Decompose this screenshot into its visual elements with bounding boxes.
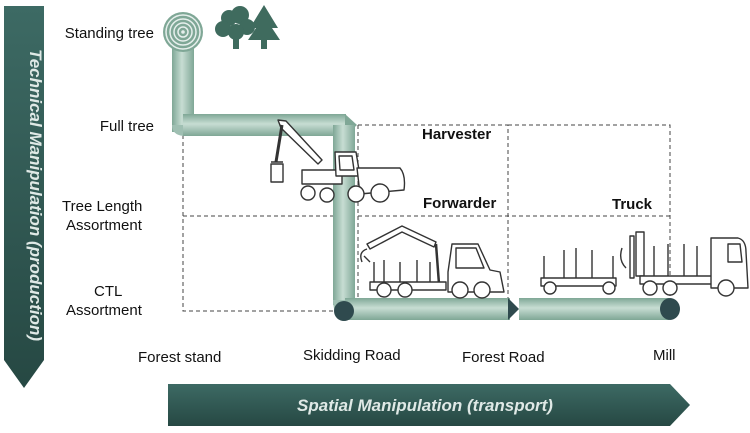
row-label-tree-length-line1: Tree Length [62,198,143,215]
forwarder-icon [360,225,505,299]
row-label-standing-tree: Standing tree [64,25,154,42]
vertical-axis-label: Technical Manipulation (production) [26,49,45,341]
column-label-forest-road: Forest Road [462,349,545,366]
column-label-mill: Mill [653,347,676,364]
column-label-forest-stand: Forest stand [138,349,222,366]
log-end-icon [163,12,203,52]
row-label-ctl-line2: Assortment [66,302,142,319]
row-label-full-tree: Full tree [99,118,154,135]
row-label-ctl-line1: CTL [94,283,123,300]
harvester-icon [270,119,406,203]
truck-icon [540,231,749,297]
row-label-tree-length-line2: Assortment [66,217,142,234]
deciduous-tree-icon [215,6,255,49]
horizontal-axis-label: Spatial Manipulation (transport) [297,396,553,415]
conifer-tree-icon [248,5,280,49]
machine-label-forwarder: Forwarder [423,195,497,212]
machine-label-truck: Truck [612,196,653,213]
column-label-skidding-road: Skidding Road [303,347,401,364]
vertical-axis-arrow [4,6,44,388]
horizontal-axis-arrow [168,384,690,426]
machine-label-harvester: Harvester [422,126,492,143]
